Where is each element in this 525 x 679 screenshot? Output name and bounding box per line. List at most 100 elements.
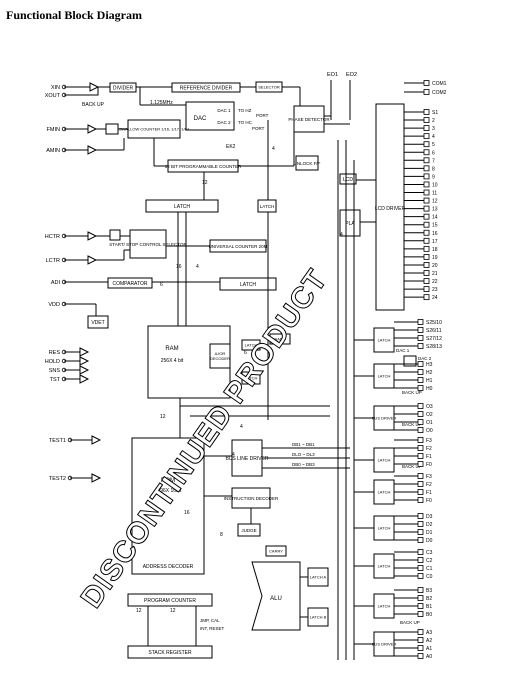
latch-block-lcd-label: LATCH (260, 204, 274, 209)
latch-b-block-label: LATCH B (310, 615, 327, 620)
port-pin-terminal (417, 521, 424, 527)
port-pin: S25/10 (426, 320, 442, 326)
segment-pin: 3 (432, 126, 435, 132)
segment-pin-terminal (423, 125, 430, 131)
address-decoder-label: ADDRESS DECODER (143, 564, 194, 570)
port-pin: F0 (426, 498, 432, 504)
bus-width-label: 12 (202, 180, 208, 186)
lcd-block (339, 173, 357, 185)
port-pin: F1 (426, 454, 432, 460)
control-buffer-0 (79, 347, 90, 357)
dac-port-label-1: DAC 1 (396, 348, 410, 353)
segment-pin-terminal (423, 294, 430, 301)
port-pin: C0 (426, 574, 433, 580)
vdet-block (87, 315, 109, 329)
port-pin-terminal (417, 473, 424, 479)
segment-pin-terminal (423, 205, 430, 212)
port-pin: B1 (426, 604, 432, 610)
segment-pin: 17 (432, 239, 438, 245)
segment-pin: 6 (432, 150, 435, 156)
start-stop-block-label: START/ STOP CONTROL SELECTOR (109, 242, 187, 247)
port-pin-terminal (417, 513, 424, 519)
bus-width-label: 4 (232, 452, 235, 458)
latch-block-top-label: LATCH (174, 204, 190, 210)
xout-pin-label: XOUT (45, 93, 61, 99)
hctr-pin-label: HCTR (45, 234, 60, 240)
port-pin: H1 (426, 378, 433, 384)
segment-pin: 11 (432, 191, 437, 197)
port-pin-terminal (417, 629, 424, 635)
latch-block-adi-label: LATCH (240, 282, 256, 288)
segment-pin: 14 (432, 215, 438, 221)
latch-block-lcd (257, 199, 277, 213)
control-buffer-1 (79, 356, 90, 366)
segment-pin-terminal (423, 133, 430, 140)
port-pin: D2 (426, 522, 433, 528)
segment-pin-terminal (423, 173, 430, 180)
segment-pin-terminal (423, 286, 430, 293)
port-pin: S28/13 (426, 344, 442, 350)
port-pin-terminal (417, 611, 424, 617)
port-latch-block-label: LATCH (378, 604, 391, 609)
port-pin-terminal (417, 637, 424, 643)
bus-driver-block-label: BUS DRIVER (372, 642, 397, 647)
segment-pin-terminal (423, 262, 430, 268)
segment-pin: 15 (432, 223, 438, 229)
segment-pin-terminal (423, 253, 430, 260)
carry-block-label: CARRY (269, 549, 283, 554)
bank-latch-2 (241, 371, 261, 385)
hold-pin-label: HOLD (45, 359, 60, 365)
port-pin: F2 (426, 446, 432, 452)
bus-driver-block-label: BUS DRIVER (372, 416, 397, 421)
ram-block (147, 325, 231, 399)
phase-detector-block-label: PHASE DETECTOR (288, 117, 330, 122)
segment-pin-terminal (423, 229, 430, 236)
port-pin-terminal (417, 529, 424, 535)
segment-pin-terminal (423, 197, 430, 204)
segment-pin: 23 (432, 287, 438, 293)
latch-block-adi (219, 277, 277, 291)
eo2-label: EO2 (346, 72, 357, 78)
port-label-2: PORT (252, 126, 265, 131)
segment-pin: 8 (432, 166, 435, 172)
segment-pin-terminal (423, 189, 430, 196)
port-pin-terminal (417, 403, 424, 409)
segment-pin: S1 (432, 110, 438, 116)
lcd-block-label: LCD (343, 177, 353, 183)
bank-latch-2-label: LATCH (245, 376, 258, 381)
dac2-label: DAC 2 (217, 120, 231, 125)
port-pin: H3 (426, 362, 433, 368)
port-pin-terminal (417, 481, 424, 487)
segment-pin-terminal (423, 141, 430, 148)
dac-block (185, 101, 235, 131)
ek2-label: EK2 (226, 144, 236, 150)
bus-width-label: 6 (160, 282, 163, 288)
prescaler-block (105, 123, 119, 135)
port-pin-terminal (417, 427, 424, 433)
port-latch-block-label: LATCH (378, 490, 391, 495)
lcd-driver-label: LCD DRIVER (375, 206, 406, 212)
comparator-block-label: COMPARATOR (112, 281, 147, 287)
port-pin-terminal (417, 587, 424, 593)
port-latch-block-label: LATCH (378, 458, 391, 463)
wire (64, 87, 99, 96)
segment-pin: 22 (432, 279, 438, 285)
port-pin-terminal (417, 645, 424, 651)
selector-block-label: SELECTOR (258, 85, 280, 90)
port-pin-terminal (417, 573, 424, 579)
program-counter-block (127, 593, 213, 607)
alu-block (251, 561, 301, 631)
ram-label: RAM (165, 346, 178, 352)
bus-width-label: 16 (184, 510, 190, 516)
unlock-ff-block-label: UNLOCK F/F (294, 161, 321, 166)
amin-buffer (87, 145, 98, 155)
port-pin-terminal (417, 603, 424, 609)
port-pin-terminal (417, 319, 424, 325)
test2-buffer (91, 473, 102, 483)
rom-size-label: 4096X 16bit (155, 488, 182, 494)
port-pin: A1 (426, 646, 432, 652)
port-pin: B3 (426, 588, 432, 594)
port-pin-terminal (417, 549, 424, 555)
port-pin-terminal (417, 361, 424, 367)
